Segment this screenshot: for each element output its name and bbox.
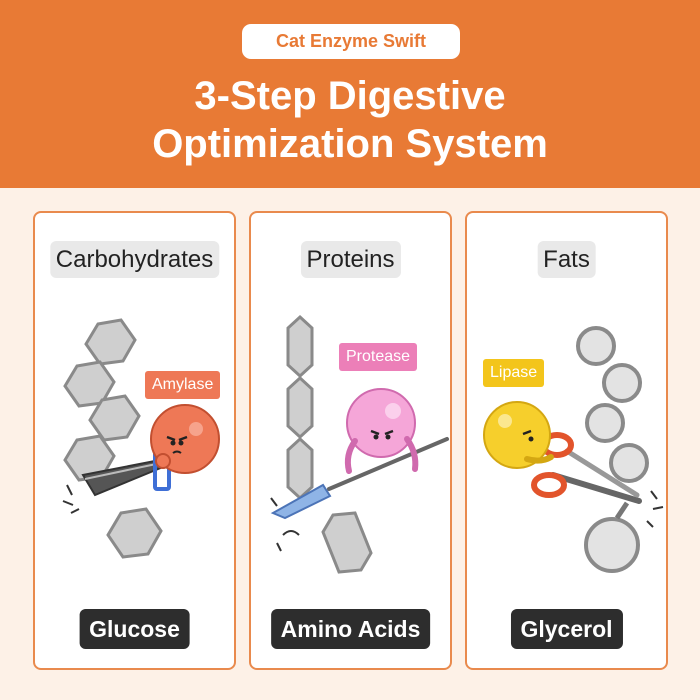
enzyme-ball-icon [344, 388, 419, 474]
enzyme-ball-icon [150, 404, 220, 474]
nutrient-label: Carbohydrates [49, 241, 220, 278]
nutrient-label: Proteins [300, 241, 401, 278]
carbohydrate-illustration [62, 318, 220, 559]
result-label: Glycerol [510, 609, 623, 649]
knife-icon [270, 437, 449, 520]
motion-lines-icon [62, 484, 80, 514]
title-line-2: Optimization System [152, 122, 548, 166]
enzyme-label: Lipase [483, 359, 545, 387]
card-proteins: Proteins Protease Amino Acids [249, 211, 452, 670]
enzyme-ball-icon [483, 401, 554, 469]
enzyme-label: Amylase [145, 371, 221, 399]
enzyme-label: Protease [339, 343, 418, 371]
fat-illustration [483, 326, 664, 573]
nutrient-label: Fats [537, 241, 596, 278]
header-banner: Cat Enzyme Swift 3-Step Digestive Optimi… [0, 0, 700, 188]
sphere-chain-icon [576, 326, 649, 573]
motion-lines-icon [646, 490, 664, 528]
page-title: 3-Step Digestive Optimization System [0, 72, 700, 168]
hexagon-chain-icon [63, 318, 163, 559]
result-label: Amino Acids [270, 609, 431, 649]
motion-lines-icon [270, 497, 300, 552]
card-fats: Fats Lipase Glycerol [465, 211, 668, 670]
card-carbohydrates: Carbohydrates Amylase Glucose [33, 211, 236, 670]
protein-illustration [270, 314, 449, 574]
result-label: Glucose [79, 609, 190, 649]
title-line-1: 3-Step Digestive [194, 74, 506, 118]
brand-badge: Cat Enzyme Swift [242, 24, 460, 59]
